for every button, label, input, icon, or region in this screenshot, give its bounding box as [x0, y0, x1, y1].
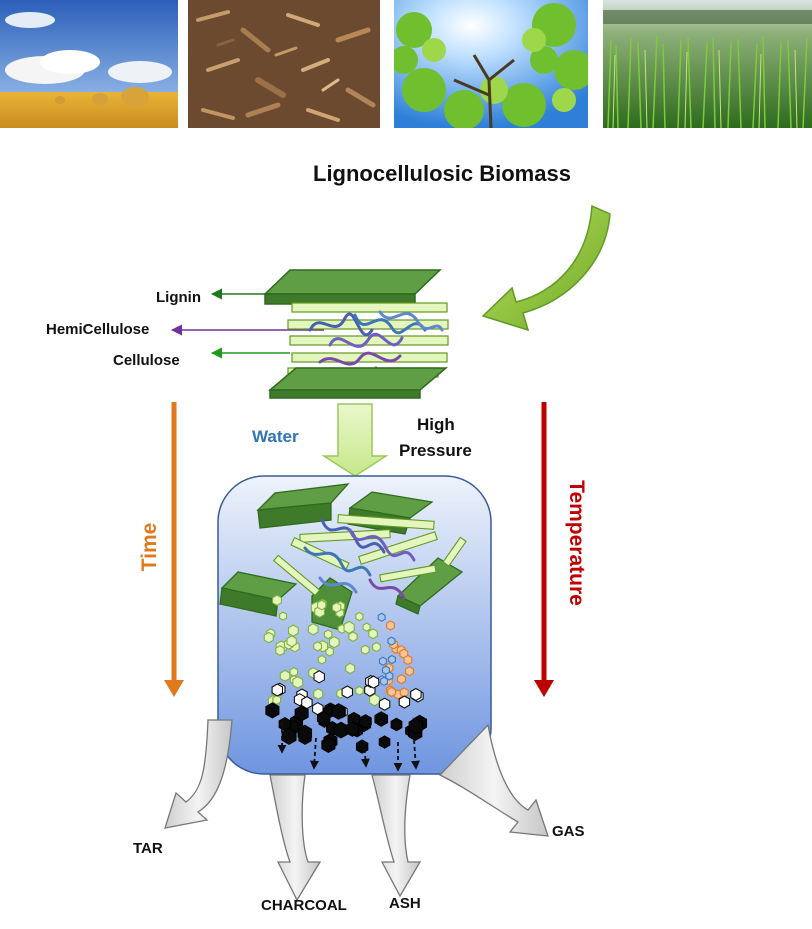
ash-label: ASH — [389, 895, 421, 912]
cellulose-fragment — [279, 669, 291, 682]
cellulose-fragment — [292, 675, 304, 689]
cellulose-fragment — [272, 694, 282, 706]
photo-wood-chips — [188, 0, 380, 128]
char-particle — [408, 717, 424, 735]
char-particle — [355, 739, 369, 754]
lignin-fragment — [387, 654, 396, 665]
biomass-curved-arrow — [481, 204, 611, 332]
lignin-fragment — [379, 676, 389, 686]
volatile-fragment — [398, 695, 411, 709]
volatile-fragment — [341, 685, 354, 699]
photo-tree-canopy — [394, 0, 588, 128]
cellulose-fragment — [368, 628, 378, 640]
hemicellulose-fragment — [397, 673, 406, 685]
volatile-fragment — [378, 697, 391, 711]
char-particle — [345, 721, 360, 737]
char-particle — [321, 736, 336, 754]
fragment-particles — [263, 594, 424, 719]
title: Lignocellulosic Biomass — [313, 161, 571, 186]
cellulose-fragment — [372, 641, 381, 653]
char-particle — [390, 717, 403, 732]
charcoal-label: CHARCOAL — [261, 897, 347, 914]
tar-label: TAR — [133, 840, 163, 857]
cellulose-fragment — [313, 688, 324, 700]
lignin-fragment — [378, 656, 387, 666]
char-particle — [374, 711, 389, 727]
lignocellulose-structure — [263, 269, 449, 399]
cellulose-fragment — [286, 635, 297, 648]
tar-arrow — [164, 719, 233, 829]
cellulose-fragment — [355, 685, 364, 696]
char-particle — [359, 714, 372, 729]
volatile-fragment — [367, 675, 380, 689]
cellulose-fragment — [317, 654, 327, 665]
cellulose-fragment — [362, 622, 371, 632]
temperature-label: Temperature — [565, 480, 588, 606]
char-particle — [316, 710, 330, 726]
char-particle — [281, 727, 297, 745]
cellulose-fragment — [317, 599, 327, 611]
vessel-contents — [219, 483, 467, 631]
cellulose-fragment — [279, 611, 288, 621]
cellulose-fragment — [360, 644, 370, 655]
lignin-fragment — [377, 612, 386, 622]
cellulose-fragment — [369, 693, 381, 707]
pressure-label-line2: Pressure — [399, 441, 472, 460]
pressure-label-line1: High — [417, 415, 455, 434]
lignin-label: Lignin — [156, 289, 201, 306]
product-arrows — [164, 719, 549, 902]
char-particle — [297, 724, 313, 742]
cellulose-fragment — [263, 631, 274, 644]
settling-arrows — [277, 722, 420, 772]
char-particles — [265, 702, 428, 754]
volatile-fragment — [313, 670, 325, 684]
lignin-fragment — [387, 636, 396, 646]
char-particle — [265, 702, 280, 719]
charcoal-arrow — [269, 774, 322, 902]
cellulose-fragment — [348, 631, 358, 643]
hemicellulose-fragment — [387, 686, 397, 698]
gas-label: GAS — [552, 823, 585, 840]
char-particle — [331, 703, 346, 720]
ash-arrow — [371, 774, 422, 898]
gas-arrow — [438, 723, 549, 837]
cellulose-fragment — [272, 594, 282, 607]
photo-straw-bales — [0, 0, 178, 128]
char-particle — [378, 735, 391, 749]
cellulose-fragment — [287, 624, 299, 637]
cellulose-fragment — [331, 602, 342, 613]
cellulose-fragment — [343, 620, 355, 634]
cellulose-fragment — [323, 629, 333, 640]
volatile-fragment — [271, 683, 284, 697]
volatile-fragment — [410, 687, 422, 702]
lignin-fragment — [381, 665, 390, 675]
hemicellulose-fragment — [405, 665, 414, 677]
cellulose-fragment — [307, 623, 319, 636]
hemicellulose-fragment — [386, 620, 395, 631]
time-label: Time — [138, 522, 161, 572]
feed-down-arrow — [321, 403, 389, 477]
cellulose-fragment — [355, 611, 364, 622]
photo-grass-field — [603, 0, 812, 128]
cellulose-fragment — [328, 636, 340, 649]
cellulose-fragment — [345, 662, 356, 675]
hemicellulose-fragment — [403, 654, 413, 666]
water-label: Water — [252, 427, 299, 446]
cellulose-fragment — [289, 666, 299, 677]
hemicellulose-label: HemiCellulose — [46, 321, 150, 338]
char-particle — [294, 705, 309, 722]
cellulose-fragment — [275, 645, 285, 657]
cellulose-label: Cellulose — [113, 352, 180, 369]
cellulose-fragment — [313, 641, 323, 652]
